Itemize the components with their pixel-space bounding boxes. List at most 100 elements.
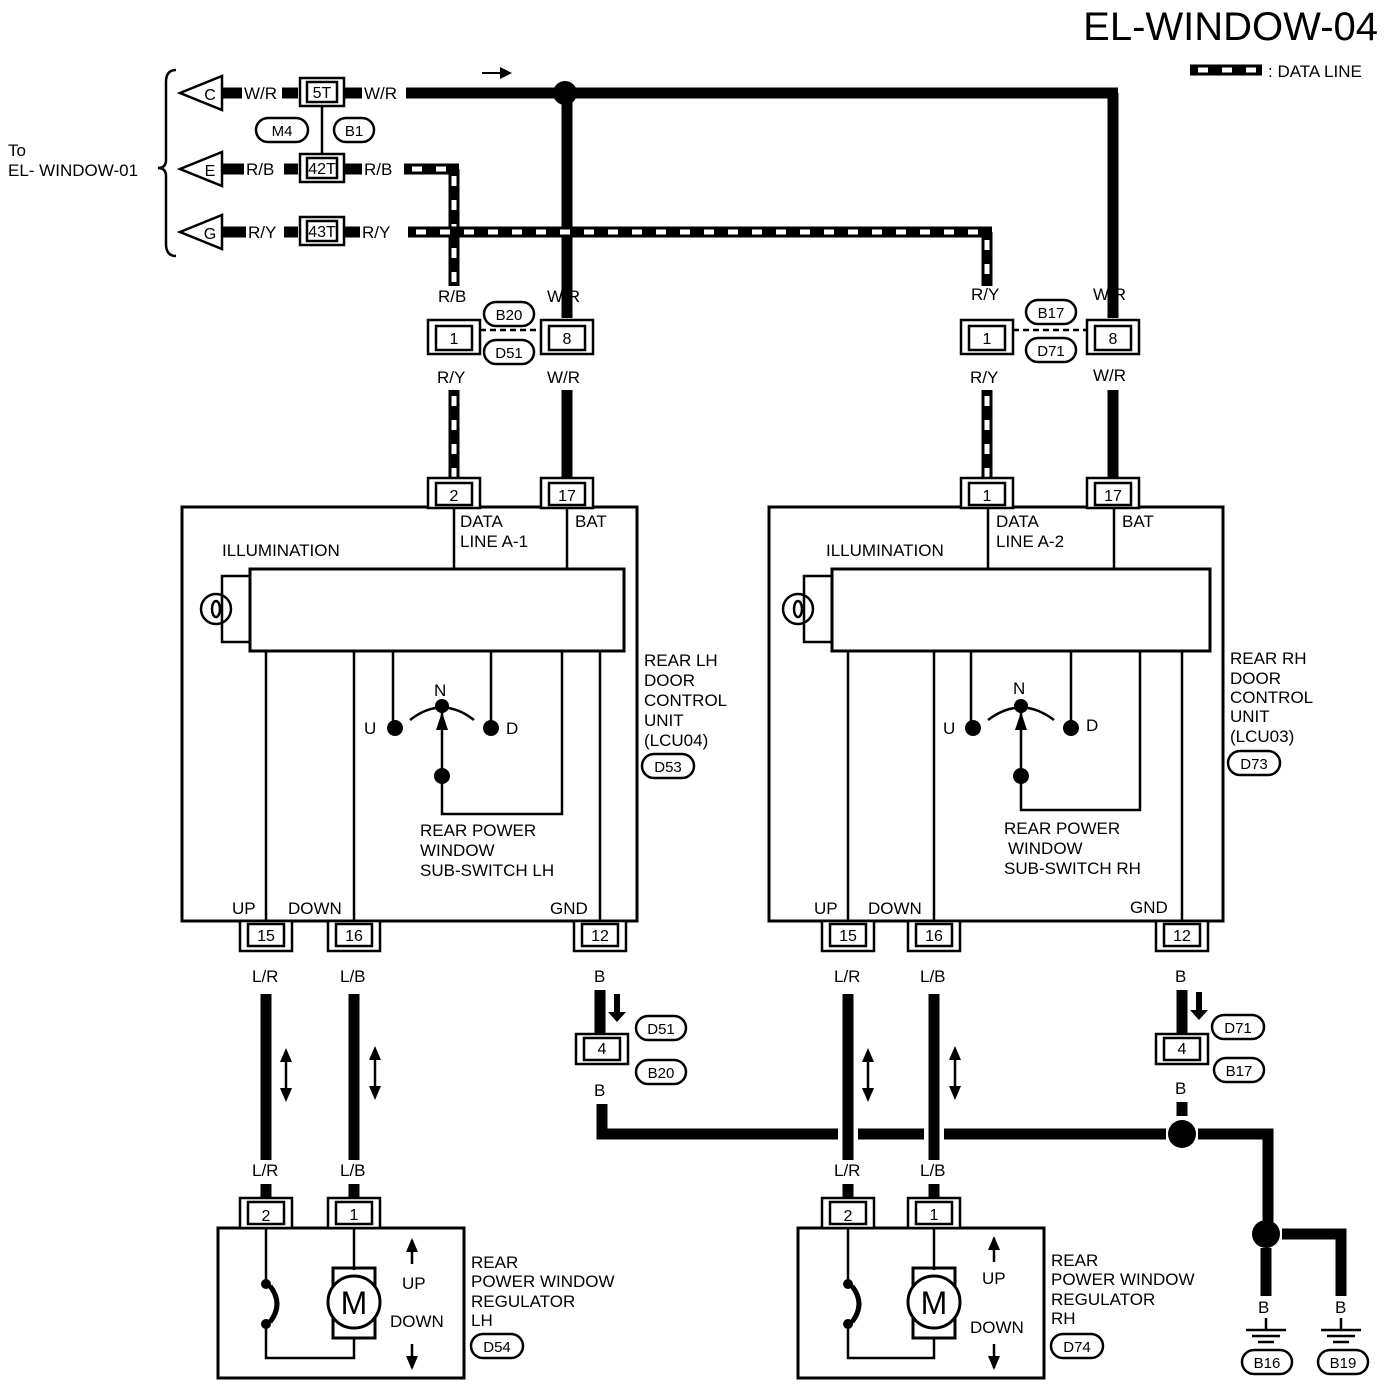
connector-label: M4 xyxy=(272,123,293,140)
wire-color: W/R xyxy=(364,84,397,103)
switch-pos-u: U xyxy=(364,719,376,738)
ry-data-wire xyxy=(408,226,993,286)
unit-name: DOOR xyxy=(644,671,695,690)
circuit-breaker-icon xyxy=(261,1279,280,1329)
regulator-name: REAR xyxy=(471,1253,518,1272)
unit-name: CONTROL xyxy=(1230,688,1313,707)
rh-connector-b17-d71: R/Y W/R 1 8 B17 D71 R/Y W/R xyxy=(959,285,1141,387)
page-title: EL-WINDOW-04 xyxy=(1083,5,1378,49)
pin-number: 2 xyxy=(450,488,459,505)
wire-color: B xyxy=(1335,1298,1346,1317)
connector-label: D53 xyxy=(654,759,682,776)
down-arrow-icon xyxy=(406,1344,418,1370)
up-arrow-icon xyxy=(406,1238,418,1264)
pin-number: 4 xyxy=(1178,1041,1187,1058)
input-row-e: E R/B 42T R/B xyxy=(176,150,392,188)
to-reference-line2: EL- WINDOW-01 xyxy=(8,161,138,180)
connector-label: D74 xyxy=(1063,1339,1091,1356)
down-label: DOWN xyxy=(390,1312,444,1331)
to-reference: To EL- WINDOW-01 xyxy=(8,68,177,258)
pin-number: 4 xyxy=(598,1041,607,1058)
illumination-label: ILLUMINATION xyxy=(826,541,944,560)
wire-color: L/R xyxy=(252,967,278,986)
bidirectional-arrow-icon xyxy=(862,1048,874,1102)
connector-label: B16 xyxy=(1254,1355,1281,1372)
rh-ground-branch: B 4 D71 B17 B xyxy=(1154,967,1266,1116)
lh-ground-branch: B 4 D51 B20 B xyxy=(574,967,838,1140)
pin-number: 8 xyxy=(563,331,572,348)
pin-number: 16 xyxy=(345,928,363,945)
connector-label: D51 xyxy=(647,1021,675,1038)
bidirectional-arrow-icon xyxy=(280,1048,292,1102)
unit-name: UNIT xyxy=(644,711,684,730)
motor-label: M xyxy=(341,1285,368,1321)
pin-number: 43T xyxy=(308,224,336,241)
unit-name: (LCU03) xyxy=(1230,727,1294,746)
down-label: DOWN xyxy=(970,1318,1024,1337)
motor-icon xyxy=(906,1274,962,1330)
down-terminal-label: DOWN xyxy=(868,899,922,918)
wire-color: W/R xyxy=(547,368,580,387)
splice-dot xyxy=(553,81,577,105)
connector-label: B17 xyxy=(1038,305,1065,322)
lh-connector-b20-d51: R/B W/R 1 8 B20 D51 R/Y W/R xyxy=(426,287,595,387)
wire-color: L/B xyxy=(920,1161,946,1180)
switch-label: WINDOW xyxy=(420,841,495,860)
pin-number: 2 xyxy=(844,1208,853,1225)
pin-number: 1 xyxy=(930,1207,939,1224)
motor-label: M xyxy=(921,1285,948,1321)
wire-color: L/R xyxy=(252,1161,278,1180)
up-terminal-label: UP xyxy=(814,899,838,918)
lamp-icon xyxy=(199,592,233,626)
connector-label: D54 xyxy=(483,1339,511,1356)
regulator-name: POWER WINDOW xyxy=(471,1272,615,1291)
ground-icon xyxy=(1321,1318,1361,1344)
wire-color: W/R xyxy=(547,287,580,306)
down-terminal-label: DOWN xyxy=(288,899,342,918)
rh-power-window-regulator: 2 1 M UP DOWN REAR POWER WINDOW REGULATO… xyxy=(796,1196,1195,1380)
ground-icon xyxy=(1246,1318,1286,1344)
pin-number: 17 xyxy=(558,488,576,505)
unit-name: REAR RH xyxy=(1230,649,1307,668)
regulator-name: LH xyxy=(471,1311,493,1330)
splice-dot xyxy=(1168,1120,1196,1148)
connector-label: B19 xyxy=(1330,1355,1357,1372)
flow-arrow-icon xyxy=(482,67,512,79)
connector-label: D51 xyxy=(495,345,523,362)
connector-label: D71 xyxy=(1224,1020,1252,1037)
input-letter: C xyxy=(204,87,216,104)
pin-number: 15 xyxy=(839,928,857,945)
legend-text: : DATA LINE xyxy=(1268,62,1362,81)
connector-label: B17 xyxy=(1226,1063,1253,1080)
input-row-g: G R/Y 43T R/Y xyxy=(176,213,390,251)
wr-supply-wire xyxy=(406,67,1119,318)
wire-color: B xyxy=(594,967,605,986)
pin-number: 15 xyxy=(257,928,275,945)
regulator-name: RH xyxy=(1051,1309,1076,1328)
up-label: UP xyxy=(402,1274,426,1293)
lamp-icon xyxy=(781,592,815,626)
wire-color: L/B xyxy=(340,1161,366,1180)
pin-number: 12 xyxy=(1173,928,1191,945)
lh-motor-wires: L/R L/B L/R L/B xyxy=(252,967,381,1200)
switch-pos-n: N xyxy=(1013,679,1025,698)
wire-color: R/Y xyxy=(971,285,999,304)
wire-color: L/B xyxy=(920,967,946,986)
wire-color: R/Y xyxy=(437,368,465,387)
circuit-breaker-icon xyxy=(843,1279,862,1329)
unit-name: UNIT xyxy=(1230,707,1270,726)
unit-name: (LCU04) xyxy=(644,731,708,750)
wire-color: W/R xyxy=(1093,366,1126,385)
data-line-label: DATA xyxy=(460,512,503,531)
wire-color: R/B xyxy=(364,160,392,179)
pin-number: 1 xyxy=(450,331,459,348)
pin-number: 1 xyxy=(350,1207,359,1224)
down-arrow-icon xyxy=(988,1344,1000,1370)
input-letter: E xyxy=(205,163,216,180)
to-reference-line1: To xyxy=(8,141,26,160)
unit-name: REAR LH xyxy=(644,651,718,670)
gnd-terminal-label: GND xyxy=(550,899,588,918)
switch-pos-n: N xyxy=(434,681,446,700)
wire-color: L/R xyxy=(834,1161,860,1180)
